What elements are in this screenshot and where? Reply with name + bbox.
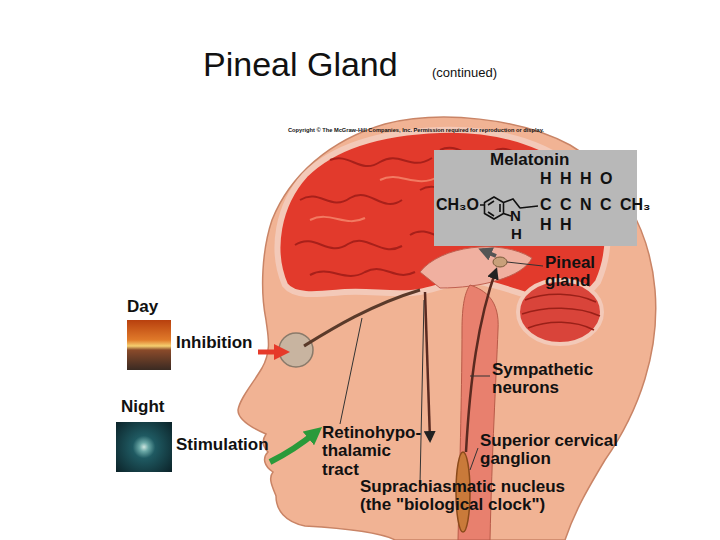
sunset-photo xyxy=(127,320,171,370)
part-label: Sympathetic neurons xyxy=(492,361,593,398)
formula-text: H H xyxy=(540,216,572,233)
panel-heading: Night xyxy=(121,398,164,416)
panel-heading: Day xyxy=(127,298,158,316)
ring-bonds xyxy=(480,197,538,219)
structure-box: MelatoninH H H OCH₃ONHC C N C CH₃H H xyxy=(434,150,637,246)
stimulation-arrow xyxy=(270,432,316,462)
part-label: (continued) xyxy=(432,66,497,80)
formula-text: C C N C CH₃ xyxy=(540,196,651,213)
day-panel: Day xyxy=(127,298,171,370)
formula-text: CH₃O xyxy=(436,196,479,213)
part-label: Pineal gland xyxy=(545,254,595,291)
cerebellum-folds xyxy=(522,294,600,330)
slide-title: Pineal Gland xyxy=(203,46,398,83)
copyright-note: Copyright © The McGraw-Hill Companies, I… xyxy=(288,127,544,133)
pineal-body xyxy=(493,257,507,267)
sympathetic-path-down xyxy=(425,292,430,440)
part-label: Stimulation xyxy=(176,436,269,454)
night-panel: Night xyxy=(116,398,172,472)
formula-text: H H H O xyxy=(540,170,612,187)
formula-text: H xyxy=(511,226,522,242)
part-label: Suprachiasmatic nucleus (the "biological… xyxy=(360,478,600,515)
thalamus-region xyxy=(420,247,532,288)
eye xyxy=(279,333,313,367)
secretion-arrow xyxy=(482,250,496,256)
part-label: Retinohypo- thalamic tract xyxy=(322,424,421,479)
formula-text: N xyxy=(510,208,521,224)
night-photo xyxy=(116,422,172,472)
head-outline xyxy=(238,117,656,540)
sympathetic-path-up xyxy=(466,270,496,452)
box-heading: Melatonin xyxy=(490,151,569,169)
part-label: Superior cervical ganglion xyxy=(480,432,660,469)
part-label: Inhibition xyxy=(176,334,252,352)
inhibition-arrow xyxy=(258,350,284,355)
